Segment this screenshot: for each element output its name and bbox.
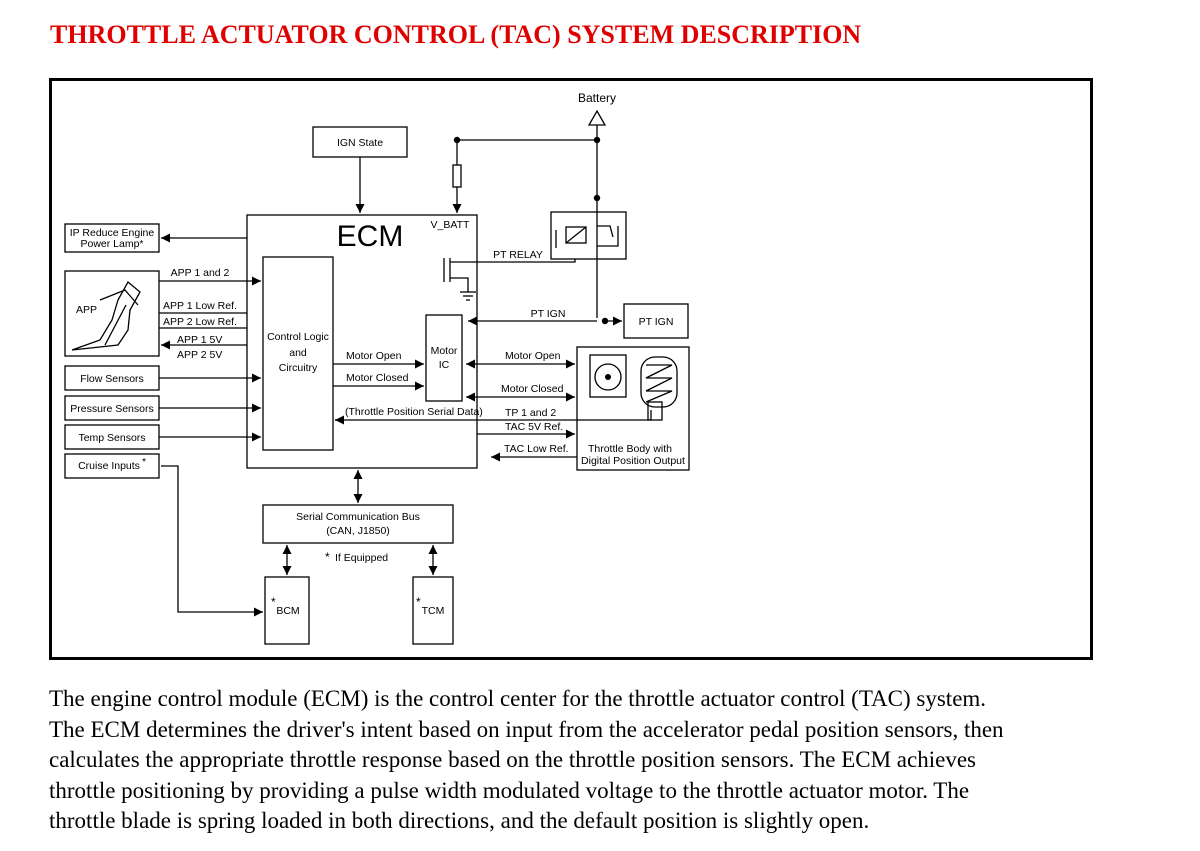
serial-bus-label-2: (CAN, J1850): [326, 525, 390, 537]
tac-low-ref-label: TAC Low Ref.: [504, 443, 569, 455]
app-1-and-2-label: APP 1 and 2: [171, 267, 230, 279]
pt-relay-box: [550, 211, 627, 260]
if-equipped-asterisk: *: [325, 550, 330, 564]
ip-reduce-lamp-label-1: IP Reduce Engine: [70, 227, 155, 239]
throttle-body-box: [576, 346, 690, 471]
bcm-asterisk: *: [271, 595, 276, 609]
motor-ic-box: [425, 314, 463, 402]
cruise-inputs-asterisk: *: [142, 456, 146, 468]
control-logic-label-3: Circuitry: [279, 362, 318, 374]
motor-closed-outer-label: Motor Closed: [501, 383, 564, 395]
serial-bus-box: [262, 504, 454, 544]
tac-5v-ref-label: TAC 5V Ref.: [505, 421, 563, 433]
motor-ic-label-2: IC: [439, 359, 450, 371]
control-logic-label-1: Control Logic: [267, 331, 329, 343]
serial-bus-label-1: Serial Communication Bus: [296, 511, 420, 523]
control-logic-label-2: and: [289, 347, 307, 359]
page-title: THROTTLE ACTUATOR CONTROL (TAC) SYSTEM D…: [50, 20, 862, 49]
motor-closed-inner-label: Motor Closed: [346, 372, 409, 384]
bcm-box: [264, 576, 310, 645]
ip-reduce-lamp-label-2: Power Lamp*: [80, 238, 143, 250]
control-logic-box: [262, 256, 334, 451]
cruise-inputs-box: [64, 453, 160, 479]
throttle-body-label-2: Digital Position Output: [581, 455, 685, 467]
ecm-box: [246, 214, 478, 469]
description-line: throttle blade is spring loaded in both …: [49, 808, 870, 833]
pt-ign-line-label: PT IGN: [531, 308, 566, 320]
description-line: The ECM determines the driver's intent b…: [49, 716, 1004, 742]
throttle-body-label-1: Throttle Body with: [588, 443, 672, 455]
v-batt-label: V_BATT: [431, 219, 470, 231]
app-1-5v-label: APP 1 5V: [177, 334, 222, 346]
description-paragraph: The engine control module (ECM) is the c…: [49, 684, 1149, 837]
throttle-serial-label: (Throttle Position Serial Data): [345, 406, 483, 418]
description-line: The engine control module (ECM) is the c…: [49, 686, 987, 711]
cruise-inputs-label: Cruise Inputs: [78, 460, 140, 472]
flow-sensors-label: Flow Sensors: [80, 373, 144, 385]
pressure-sensors-label: Pressure Sensors: [70, 403, 153, 415]
ecm-label: ECM: [337, 220, 404, 253]
temp-sensors-label: Temp Sensors: [78, 432, 145, 444]
pt-ign-box: [623, 303, 689, 339]
if-equipped-label: If Equipped: [335, 552, 388, 564]
tcm-asterisk: *: [416, 595, 421, 609]
tp-1-and-2-label: TP 1 and 2: [505, 407, 556, 419]
tcm-box: [412, 576, 454, 645]
app-2-5v-label: APP 2 5V: [177, 349, 222, 361]
app-label: APP: [76, 304, 97, 316]
pt-relay-label: PT RELAY: [493, 249, 543, 261]
motor-ic-label-1: Motor: [431, 345, 458, 357]
pt-ign-box-label: PT IGN: [639, 316, 674, 328]
app-2-low-ref-label: APP 2 Low Ref.: [163, 316, 237, 328]
ip-reduce-lamp-box: [64, 223, 160, 253]
description-line: throttle positioning by providing a puls…: [49, 777, 970, 803]
bcm-label: BCM: [276, 605, 299, 617]
diagram-frame: [49, 78, 1093, 660]
motor-open-inner-label: Motor Open: [346, 350, 402, 362]
motor-open-outer-label: Motor Open: [505, 350, 561, 362]
battery-label: Battery: [578, 91, 616, 105]
app-1-low-ref-label: APP 1 Low Ref.: [163, 300, 237, 312]
description-line: calculates the appropriate throttle resp…: [49, 747, 976, 772]
ign-state-label: IGN State: [337, 137, 383, 149]
tcm-label: TCM: [422, 605, 445, 617]
